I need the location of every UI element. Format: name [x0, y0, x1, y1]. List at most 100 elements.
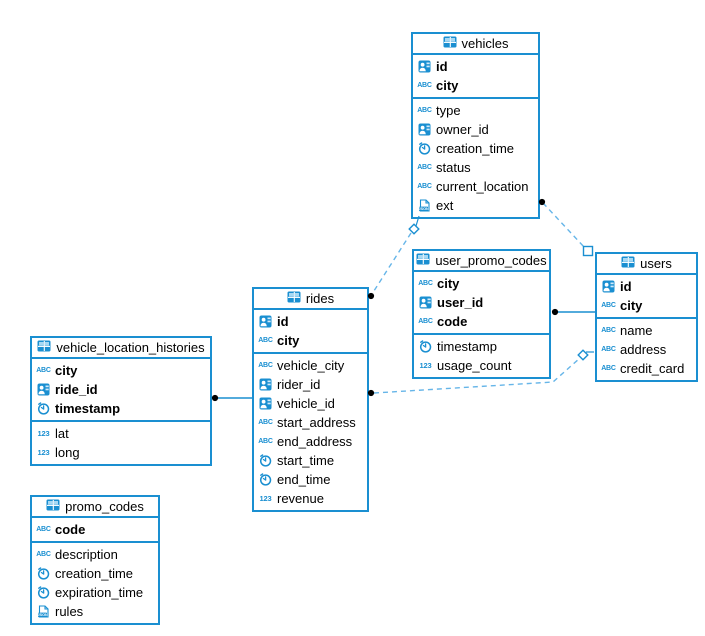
table-header[interactable]: promo_codes: [32, 497, 158, 518]
column-owner_id[interactable]: owner_id: [413, 120, 538, 139]
key-columns-section: id ABC city: [597, 275, 696, 317]
number-123-icon: 123: [259, 493, 272, 503]
column-city[interactable]: ABC city: [254, 331, 367, 350]
column-expiration_time[interactable]: expiration_time: [32, 583, 158, 602]
column-id[interactable]: id: [254, 312, 367, 331]
relation-vehicles-users[interactable]: [538, 198, 594, 257]
column-city[interactable]: ABC city: [32, 361, 210, 380]
table-icon: [37, 340, 51, 355]
column-ext[interactable]: JSON ext: [413, 196, 538, 215]
relation-user_promo_codes-users[interactable]: [551, 308, 595, 316]
relation-vehicle_location_histories-rides[interactable]: [211, 394, 252, 402]
column-type[interactable]: ABC type: [413, 101, 538, 120]
json-icon: JSON: [35, 605, 52, 618]
column-name[interactable]: ABC name: [597, 321, 696, 340]
relation-endpoint-diamond: [408, 223, 420, 235]
table-vehicles[interactable]: vehicles id ABC city ABC type owner_id c…: [411, 32, 540, 219]
column-creation_time[interactable]: creation_time: [413, 139, 538, 158]
table-header[interactable]: rides: [254, 289, 367, 310]
column-code[interactable]: ABC code: [32, 520, 158, 539]
string-abc-icon: ABC: [258, 419, 273, 426]
column-vehicle_city[interactable]: ABC vehicle_city: [254, 356, 367, 375]
person-id-icon: [416, 123, 433, 136]
column-start_address[interactable]: ABC start_address: [254, 413, 367, 432]
column-vehicle_id[interactable]: vehicle_id: [254, 394, 367, 413]
columns-section: 123 lat 123 long: [32, 422, 210, 464]
table-header[interactable]: users: [597, 254, 696, 275]
column-start_time[interactable]: start_time: [254, 451, 367, 470]
section-divider: [597, 317, 696, 319]
person-id-icon: [257, 378, 274, 391]
column-user_id[interactable]: user_id: [414, 293, 549, 312]
column-name: creation_time: [436, 141, 515, 156]
string-abc-icon: ABC: [258, 438, 273, 445]
column-current_location[interactable]: ABC current_location: [413, 177, 538, 196]
table-vehicle_location_histories[interactable]: vehicle_location_histories ABC city ride…: [30, 336, 212, 466]
table-promo_codes[interactable]: promo_codes ABC code ABC description cre…: [30, 495, 160, 625]
table-name: vehicle_location_histories: [56, 340, 205, 355]
column-name: type: [436, 103, 461, 118]
column-name: code: [55, 522, 86, 537]
column-name: status: [436, 160, 471, 175]
string-abc-icon: ABC: [36, 551, 51, 558]
table-users[interactable]: users id ABC city ABC name ABC address A…: [595, 252, 698, 382]
column-lat[interactable]: 123 lat: [32, 424, 210, 443]
column-city[interactable]: ABC city: [413, 76, 538, 95]
string-abc-icon: ABC: [417, 82, 432, 89]
column-description[interactable]: ABC description: [32, 545, 158, 564]
clock-icon: [35, 586, 52, 599]
column-timestamp[interactable]: timestamp: [414, 337, 549, 356]
string-abc-icon: ABC: [601, 327, 616, 334]
column-id[interactable]: id: [597, 277, 696, 296]
column-end_time[interactable]: end_time: [254, 470, 367, 489]
column-name: code: [437, 314, 468, 329]
column-status[interactable]: ABC status: [413, 158, 538, 177]
person-id-icon: [35, 383, 52, 396]
string-abc-icon: ABC: [418, 280, 433, 287]
column-rules[interactable]: JSON rules: [32, 602, 158, 621]
column-name: revenue: [277, 491, 324, 506]
column-end_address[interactable]: ABC end_address: [254, 432, 367, 451]
clock-icon: [416, 142, 433, 155]
table-header[interactable]: vehicles: [413, 34, 538, 55]
table-header[interactable]: user_promo_codes: [414, 251, 549, 272]
column-usage_count[interactable]: 123 usage_count: [414, 356, 549, 375]
string-abc-icon: ABC: [601, 302, 616, 309]
column-rider_id[interactable]: rider_id: [254, 375, 367, 394]
column-revenue[interactable]: 123 revenue: [254, 489, 367, 508]
column-name: id: [436, 59, 448, 74]
table-name: promo_codes: [65, 499, 144, 514]
column-city[interactable]: ABC city: [414, 274, 549, 293]
table-rides[interactable]: rides id ABC city ABC vehicle_city rider…: [252, 287, 369, 512]
section-divider: [413, 97, 538, 99]
column-name: vehicle_city: [277, 358, 345, 373]
string-abc-icon: ABC: [601, 346, 616, 353]
columns-section: ABC description creation_time expiration…: [32, 543, 158, 623]
table-header[interactable]: vehicle_location_histories: [32, 338, 210, 359]
column-code[interactable]: ABC code: [414, 312, 549, 331]
column-creation_time[interactable]: creation_time: [32, 564, 158, 583]
column-long[interactable]: 123 long: [32, 443, 210, 462]
column-name: ride_id: [55, 382, 98, 397]
column-address[interactable]: ABC address: [597, 340, 696, 359]
number-123-icon: 123: [37, 428, 50, 438]
clock-icon: [257, 454, 274, 467]
clock-icon: [257, 473, 274, 486]
column-name: long: [55, 445, 80, 460]
column-name: start_address: [277, 415, 356, 430]
column-name: vehicle_id: [277, 396, 335, 411]
column-city[interactable]: ABC city: [597, 296, 696, 315]
column-timestamp[interactable]: timestamp: [32, 399, 210, 418]
column-name: city: [55, 363, 78, 378]
column-credit_card[interactable]: ABC credit_card: [597, 359, 696, 378]
section-divider: [414, 333, 549, 335]
table-user_promo_codes[interactable]: user_promo_codes ABC city user_id ABC co…: [412, 249, 551, 379]
column-name: city: [436, 78, 459, 93]
person-id-icon: [417, 296, 434, 309]
relation-endpoint-diamond: [577, 349, 589, 361]
clock-icon: [417, 340, 434, 353]
table-name: user_promo_codes: [435, 253, 547, 268]
column-id[interactable]: id: [413, 57, 538, 76]
section-divider: [32, 541, 158, 543]
column-ride_id[interactable]: ride_id: [32, 380, 210, 399]
